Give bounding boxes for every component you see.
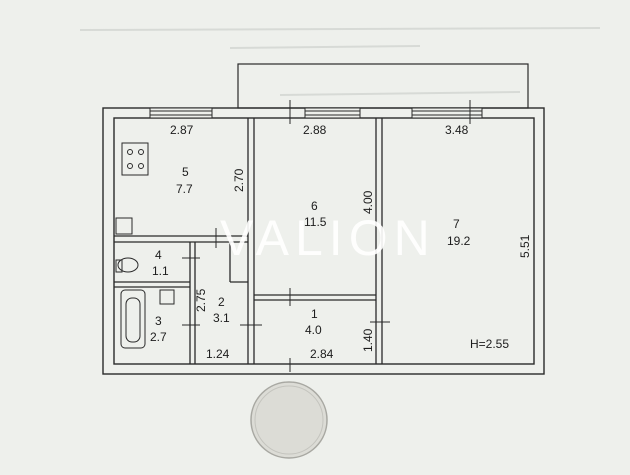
background-text-lines — [79, 27, 601, 96]
room-number: 7 — [453, 217, 460, 231]
room-number: 6 — [311, 199, 318, 213]
dim-room6-height: 4.00 — [361, 190, 375, 214]
room-number: 4 — [155, 248, 162, 262]
interior-walls — [114, 118, 383, 364]
dim-room7-height: 5.51 — [518, 234, 532, 258]
room-area: 11.5 — [304, 215, 327, 229]
room-number: 1 — [311, 307, 318, 321]
room-area: 7.7 — [176, 182, 193, 196]
room-number: 2 — [218, 295, 225, 309]
fixtures — [115, 142, 175, 349]
stove-icon — [121, 142, 149, 176]
watermark: VALION — [220, 210, 436, 266]
dim-corridor-height: 1.40 — [361, 328, 375, 352]
room-area: 3.1 — [213, 311, 230, 325]
dim-bottom-mid: 2.84 — [310, 347, 334, 361]
dim-top-mid: 2.88 — [303, 123, 327, 137]
room-area: 19.2 — [447, 234, 471, 248]
dim-top-right: 3.48 — [445, 123, 469, 137]
toilet-icon — [117, 257, 139, 273]
dim-bottom-left: 1.24 — [206, 347, 230, 361]
room-area: 4.0 — [305, 323, 322, 337]
coin — [250, 381, 328, 459]
dim-room5-height: 2.70 — [232, 168, 246, 192]
sink-icon — [115, 217, 133, 235]
windows — [149, 107, 483, 119]
room-number: 5 — [182, 165, 189, 179]
dim-top-left: 2.87 — [170, 123, 194, 137]
dim-room2-height: 2.75 — [194, 288, 208, 312]
ceiling-height-label: H=2.55 — [470, 337, 509, 351]
balcony — [237, 63, 529, 109]
bathtub-icon — [120, 289, 146, 349]
wall-ticks — [182, 100, 471, 372]
room-number: 3 — [155, 314, 162, 328]
room-area: 2.7 — [150, 330, 167, 344]
washbasin-icon — [159, 289, 175, 305]
room-area: 1.1 — [152, 264, 169, 278]
